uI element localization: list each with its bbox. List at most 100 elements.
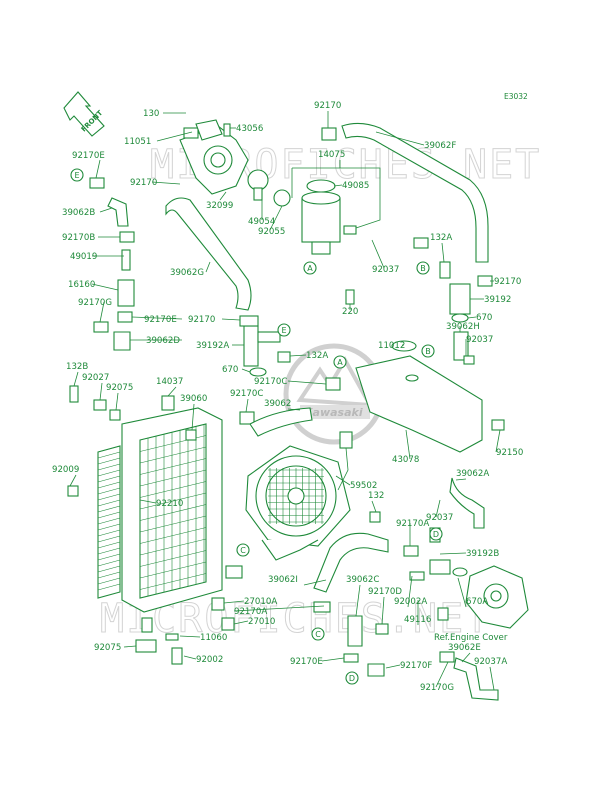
svg-text:E: E — [74, 171, 79, 180]
part-label-p11012: 11012 — [378, 341, 405, 351]
part-label-p132B: 132B — [66, 362, 88, 372]
part-label-p43078: 43078 — [392, 455, 419, 465]
part-label-p27010: 27010 — [248, 617, 275, 627]
clamp-92170-top — [321, 127, 337, 141]
hose-39062c — [347, 615, 363, 647]
part-label-p92170G_a: 92170G — [78, 298, 112, 308]
part-label-p16160: 16160 — [68, 280, 95, 290]
hose-39062e — [453, 657, 499, 701]
part-label-p92009: 92009 — [52, 465, 79, 475]
hose-39062a — [449, 477, 485, 529]
part-label-p92170E_b: 92170E — [144, 315, 177, 325]
clamp-92170c-b — [325, 377, 341, 391]
callout-c-2: C — [311, 627, 325, 641]
reservoir-tank — [355, 340, 505, 453]
clamp-92170a-a — [403, 545, 419, 557]
part-label-p39062E: 39062E — [448, 643, 481, 653]
brand-label: Kawasaki — [304, 406, 363, 419]
right-parts — [345, 237, 493, 365]
clamp-92170a-b — [313, 601, 331, 613]
part-label-p132A_b: 132A — [306, 351, 328, 361]
front-arrow-icon: FRONT — [63, 91, 105, 137]
diagram-code: E3032 — [504, 92, 528, 101]
part-label-p39062B: 39062B — [62, 208, 95, 218]
part-label-p92037_c: 92037 — [426, 513, 453, 523]
part-label-p132: 132 — [368, 491, 384, 501]
part-label-p49019: 49019 — [70, 252, 97, 262]
part-label-p39062F: 39062F — [424, 141, 456, 151]
part-label-p92170D: 92170D — [368, 587, 402, 597]
svg-text:B: B — [420, 264, 426, 273]
svg-text:E: E — [281, 326, 286, 335]
svg-text:A: A — [337, 358, 343, 367]
callout-a-1: A — [303, 261, 317, 275]
clamp-92170c — [239, 411, 255, 425]
svg-text:D: D — [349, 674, 355, 683]
thermostat — [247, 169, 269, 201]
part-label-p39062C: 39062C — [346, 575, 379, 585]
part-label-p670A: 670A — [466, 597, 488, 607]
part-label-p49054: 49054 — [248, 217, 275, 227]
part-label-p92170C_b: 92170C — [230, 389, 263, 399]
part-label-p92170G_b: 92170G — [420, 683, 454, 693]
part-label-p49116: 49116 — [404, 615, 431, 625]
part-label-p670_b: 670 — [222, 365, 238, 375]
part-label-p92037_b: 92037 — [466, 335, 493, 345]
part-label-p92055: 92055 — [258, 227, 285, 237]
switch-27010a — [211, 597, 225, 611]
part-label-p14075: 14075 — [318, 150, 345, 160]
part-label-p92075_b: 92075 — [94, 643, 121, 653]
y-joint — [239, 315, 291, 377]
callout-e-1: E — [70, 168, 84, 182]
part-label-p92150: 92150 — [496, 448, 523, 458]
clamp-92170f — [367, 663, 385, 677]
hose-39062g — [165, 197, 252, 311]
part-label-p92170E_a: 92170E — [72, 151, 105, 161]
part-label-p92075_a: 92075 — [106, 383, 133, 393]
svg-text:A: A — [307, 264, 313, 273]
clamp-92170e-c — [343, 653, 359, 663]
part-label-p670_a: 670 — [476, 313, 492, 323]
filler-neck — [273, 179, 357, 255]
part-label-p43056: 43056 — [236, 124, 263, 134]
part-label-p39062A: 39062A — [456, 469, 489, 479]
part-label-p132A: 132A — [430, 233, 452, 243]
part-label-p39192B: 39192B — [466, 549, 499, 559]
part-label-p130: 130 — [143, 109, 159, 119]
part-label-p92002: 92002 — [196, 655, 223, 665]
callout-c-1: C — [236, 543, 250, 557]
clamp-92170g-b — [439, 651, 455, 663]
part-label-p11051: 11051 — [124, 137, 151, 147]
callout-b-1: B — [416, 261, 430, 275]
part-label-p49085: 49085 — [342, 181, 369, 191]
kawasaki-logo-icon: Kawasaki — [283, 343, 385, 445]
leader-lines — [69, 111, 501, 691]
water-pump — [409, 527, 529, 629]
svg-text:D: D — [433, 530, 439, 539]
switch-27010 — [221, 617, 235, 631]
callout-b-2: B — [421, 344, 435, 358]
part-label-p92037A: 92037A — [474, 657, 507, 667]
svg-text:B: B — [425, 347, 431, 356]
cooling-fan — [245, 431, 381, 561]
bracket-14075 — [292, 167, 381, 229]
part-label-p27010A: 27010A — [244, 597, 277, 607]
part-label-p92170F: 92170F — [400, 661, 432, 671]
part-label-p39192: 39192 — [484, 295, 511, 305]
clamp-92170d — [375, 623, 389, 635]
radiator — [67, 385, 223, 665]
part-label-p39060: 39060 — [180, 394, 207, 404]
part-label-p220: 220 — [342, 307, 358, 317]
part-label-p14037: 14037 — [156, 377, 183, 387]
callout-a-2: A — [333, 355, 347, 369]
ref-engine-cover-label: Ref.Engine Cover — [434, 633, 508, 643]
hose-39062i — [313, 532, 389, 593]
part-label-p92170_d: 92170 — [188, 315, 215, 325]
part-label-p11060: 11060 — [200, 633, 227, 643]
hose-39062f — [341, 122, 489, 263]
callout-d-2: D — [345, 671, 359, 685]
part-label-p92170B: 92170B — [62, 233, 95, 243]
callout-e-2: E — [277, 323, 291, 337]
part-labels: 130 11051 43056 92170 14075 39062F 92170E 92170… — [52, 101, 523, 693]
